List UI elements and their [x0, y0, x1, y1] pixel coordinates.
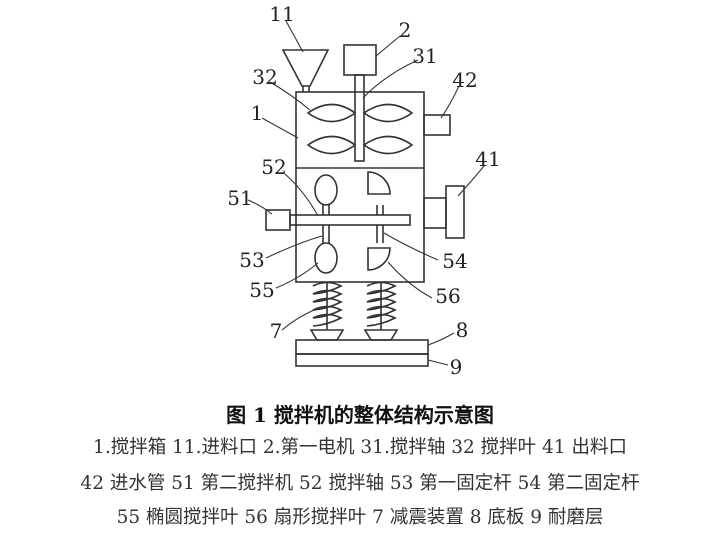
leader-line-56	[387, 261, 433, 299]
sector-stirring-blade	[367, 247, 391, 271]
stirring-shaft	[354, 74, 365, 162]
horizontal-stirring-shaft	[289, 214, 411, 226]
label-11: 11	[269, 2, 294, 26]
legend-line: 55 椭圆搅拌叶 56 扇形搅拌叶 7 减震装置 8 底板 9 耐磨层	[116, 507, 604, 528]
label-54: 54	[442, 249, 467, 273]
leader-line-53	[265, 235, 323, 259]
discharge-outlet-stem	[423, 197, 447, 229]
wear-resistant-layer	[295, 353, 429, 367]
figure-title: 图 1 搅拌机的整体结构示意图	[226, 403, 494, 427]
base-plate	[295, 339, 429, 355]
feed-inlet	[281, 49, 330, 87]
label-42: 42	[452, 68, 477, 92]
shock-absorber-base	[363, 329, 399, 341]
discharge-outlet	[445, 185, 465, 239]
mixer-structure-diagram: 11 2 31 32 42 1 52 41 51 53 54 55 56 7 8…	[227, 2, 500, 379]
label-2: 2	[399, 18, 412, 42]
label-41: 41	[475, 147, 500, 171]
shock-absorber-spring	[366, 281, 397, 327]
stirring-blade	[306, 103, 357, 123]
legend-line: 42 进水管 51 第二搅拌机 52 搅拌轴 53 第一固定杆 54 第二固定杆	[80, 473, 640, 494]
leader-line-51	[247, 199, 273, 215]
second-mixer	[265, 209, 291, 231]
leader-line-54	[383, 232, 439, 261]
label-56: 56	[435, 284, 460, 308]
elliptical-stirring-blade	[314, 174, 338, 206]
water-inlet-pipe	[423, 114, 451, 136]
leader-line-11	[285, 20, 304, 53]
label-55: 55	[249, 278, 274, 302]
stirring-blade	[306, 135, 357, 155]
label-52: 52	[261, 155, 286, 179]
label-31: 31	[412, 44, 437, 68]
label-9: 9	[450, 355, 463, 379]
leader-line-9	[427, 359, 449, 366]
sector-stirring-blade	[367, 171, 391, 195]
stirring-blade	[362, 135, 414, 155]
leader-line-7	[281, 309, 315, 331]
leader-line-32	[269, 81, 311, 111]
label-53: 53	[239, 248, 264, 272]
label-1: 1	[251, 101, 264, 125]
leader-line-55	[275, 262, 319, 289]
label-8: 8	[456, 318, 469, 342]
stirring-blade	[362, 103, 414, 123]
leader-line-8	[427, 332, 455, 346]
shock-absorber-spring	[312, 281, 343, 327]
label-7: 7	[270, 319, 283, 343]
leader-line-42	[440, 85, 460, 119]
leader-line-2	[375, 35, 401, 57]
mixing-box	[295, 91, 425, 283]
leader-line-31	[362, 59, 419, 99]
first-motor	[343, 44, 377, 76]
label-51: 51	[227, 186, 252, 210]
shock-absorber-base	[309, 329, 345, 341]
legend-line: 1.搅拌箱 11.进料口 2.第一电机 31.搅拌轴 32 搅拌叶 41 出料口	[93, 437, 627, 458]
leader-line-52	[284, 173, 319, 217]
leader-line-41	[457, 165, 485, 197]
leader-line-1	[261, 117, 299, 139]
label-32: 32	[252, 65, 277, 89]
elliptical-stirring-blade	[314, 242, 338, 274]
